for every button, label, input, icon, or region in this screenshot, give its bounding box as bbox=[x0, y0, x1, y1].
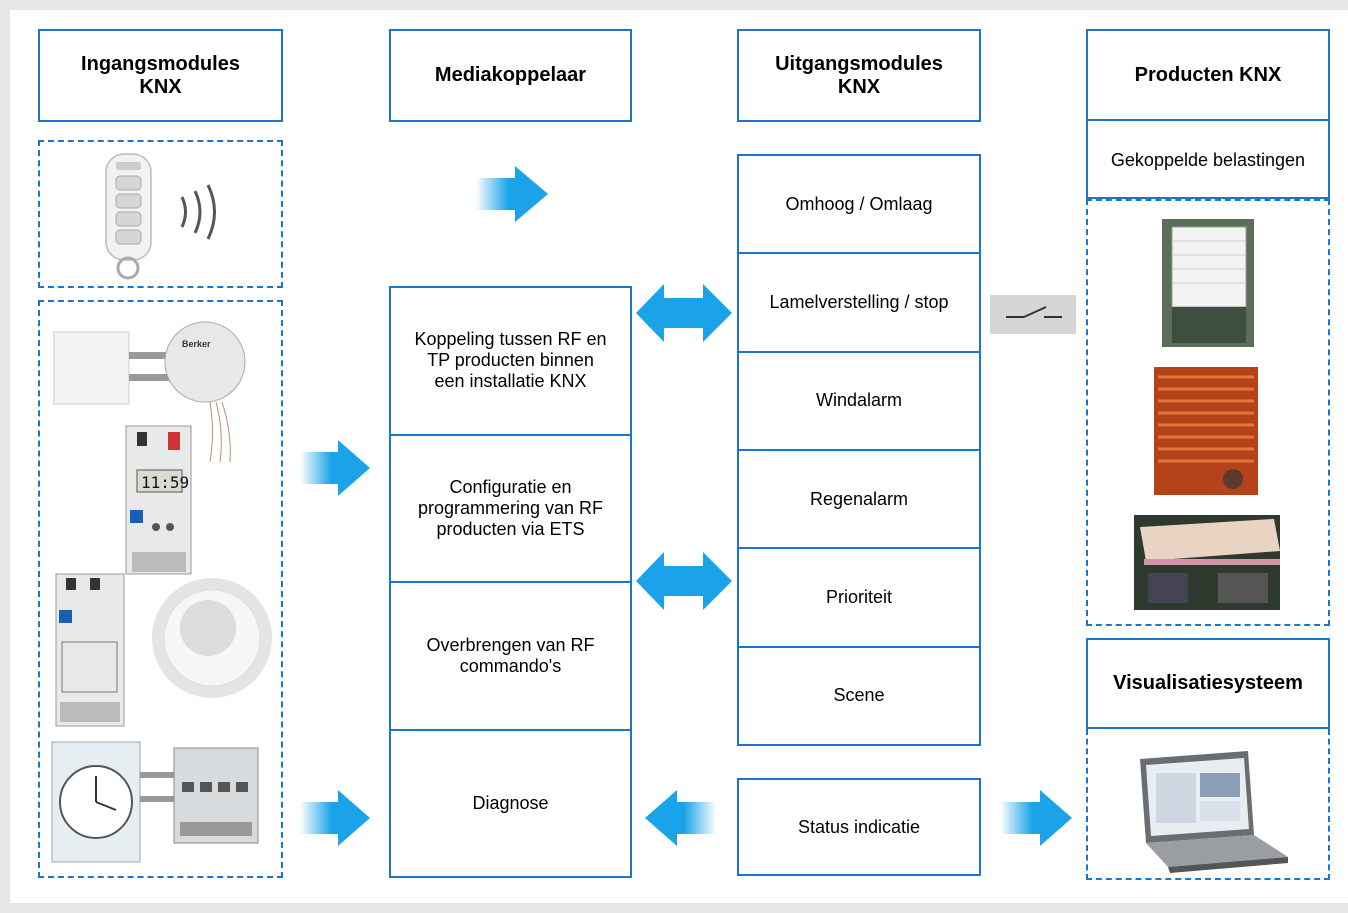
function-line: een installatie KNX bbox=[434, 371, 587, 392]
output-function-priority: Prioriteit bbox=[739, 547, 979, 645]
double-arrow-configuration bbox=[636, 552, 732, 610]
output-function-rain-alarm: Regenalarm bbox=[739, 448, 979, 547]
arrow-left-status bbox=[645, 790, 716, 846]
output-function-label: Lamelverstelling / stop bbox=[769, 291, 949, 312]
function-line: Diagnose bbox=[472, 792, 549, 813]
input-devices-illustration: Berker 11:59 bbox=[51, 321, 272, 863]
arrow-right-inputs bbox=[300, 440, 370, 496]
input-header-line-2: KNX bbox=[139, 75, 182, 98]
output-function-label: Omhoog / Omlaag bbox=[785, 193, 933, 214]
status-indication-label: Status indicatie bbox=[797, 816, 921, 837]
media-header-label: Mediakoppelaar bbox=[434, 64, 587, 86]
function-line: Overbrengen van RF bbox=[426, 634, 595, 655]
function-ets-configuration: Configuratie en programmering van RF pro… bbox=[391, 433, 630, 582]
output-function-label: Windalarm bbox=[815, 390, 903, 411]
function-rf-tp-coupling: Koppeling tussen RF en TP producten binn… bbox=[391, 288, 630, 434]
function-line: producten via ETS bbox=[436, 518, 585, 539]
arrow-right-remote bbox=[476, 166, 548, 222]
status-indication-box: Status indicatie bbox=[737, 778, 981, 876]
output-function-slat-stop: Lamelverstelling / stop bbox=[739, 252, 979, 350]
products-images-box bbox=[1086, 199, 1330, 626]
products-header: Producten KNX Gekoppelde belastingen bbox=[1086, 29, 1330, 199]
input-modules-header: Ingangsmodules KNX bbox=[38, 29, 283, 122]
output-function-label: Regenalarm bbox=[809, 488, 909, 509]
output-function-wind-alarm: Windalarm bbox=[739, 350, 979, 449]
output-function-label: Scene bbox=[833, 685, 885, 706]
output-modules-header: Uitgangsmodules KNX bbox=[737, 29, 981, 122]
loads-illustration bbox=[1134, 219, 1280, 610]
remote-control-box bbox=[38, 140, 283, 288]
function-line: programmering van RF bbox=[417, 497, 604, 518]
switch-icon bbox=[1006, 306, 1062, 318]
contact-switch-symbol bbox=[990, 295, 1076, 334]
venetian-blind-image bbox=[1154, 367, 1258, 495]
rf-remote-icon bbox=[105, 153, 216, 280]
output-function-scene: Scene bbox=[739, 645, 979, 744]
output-functions-panel: Omhoog / Omlaag Lamelverstelling / stop … bbox=[737, 154, 981, 746]
svg-text:11:59: 11:59 bbox=[141, 473, 189, 492]
function-line: commando's bbox=[459, 655, 562, 676]
svg-text:Berker: Berker bbox=[182, 339, 211, 349]
products-header-label: Producten KNX bbox=[1134, 63, 1282, 86]
products-subheader: Gekoppelde belastingen bbox=[1110, 149, 1306, 170]
media-coupler-header: Mediakoppelaar bbox=[389, 29, 632, 122]
function-diagnosis: Diagnose bbox=[391, 728, 630, 877]
function-line: Configuratie en bbox=[449, 476, 572, 497]
function-line: TP producten binnen bbox=[427, 350, 594, 371]
input-header-line-1: Ingangsmodules bbox=[81, 52, 240, 75]
function-line: Koppeling tussen RF en bbox=[414, 329, 607, 350]
laptop-icon bbox=[1140, 751, 1288, 873]
output-header-line-1: Uitgangsmodules bbox=[775, 52, 943, 75]
visualisation-header-label: Visualisatiesysteem bbox=[1113, 672, 1303, 694]
awning-image bbox=[1134, 515, 1280, 610]
roller-shutter-image bbox=[1162, 219, 1254, 347]
arrow-right-diagnose bbox=[300, 790, 370, 846]
output-function-label: Prioriteit bbox=[825, 586, 892, 607]
arrow-right-status bbox=[1000, 790, 1072, 846]
output-function-up-down: Omhoog / Omlaag bbox=[739, 156, 979, 252]
output-header-line-2: KNX bbox=[837, 75, 881, 98]
visualisation-image-box bbox=[1086, 729, 1330, 880]
visualisation-header: Visualisatiesysteem bbox=[1086, 638, 1330, 729]
input-devices-box: Berker 11:59 bbox=[38, 300, 283, 878]
double-arrow-coupling bbox=[636, 284, 732, 342]
function-rf-commands: Overbrengen van RF commando's bbox=[391, 581, 630, 729]
media-functions-panel: Koppeling tussen RF en TP producten binn… bbox=[389, 286, 632, 878]
